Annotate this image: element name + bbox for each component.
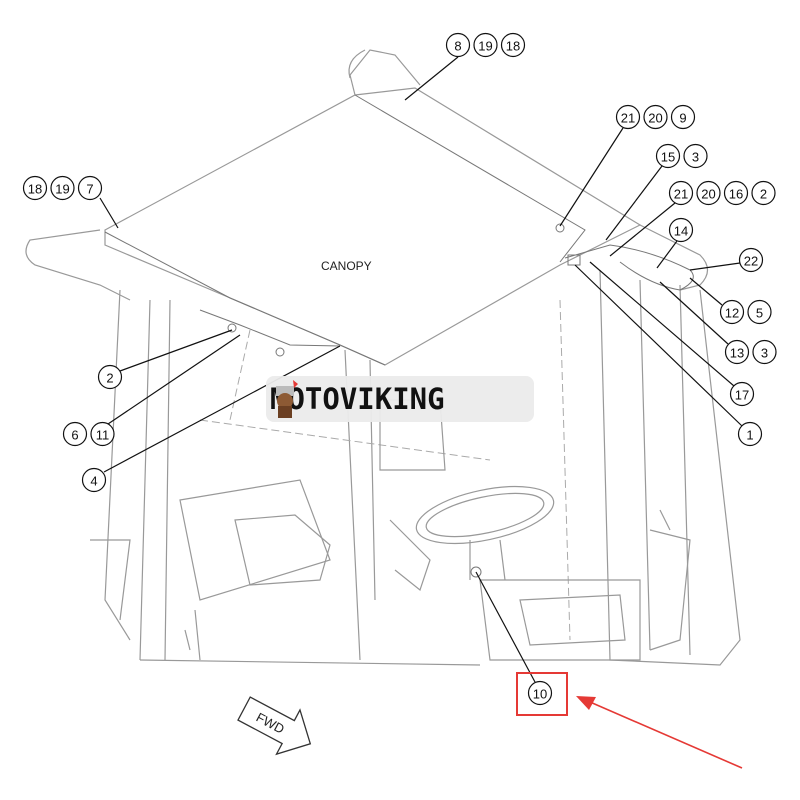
callout-number: 5: [756, 306, 763, 321]
callout-circle: [724, 339, 750, 365]
leader-line: [659, 281, 729, 345]
callout-number: 8: [454, 39, 461, 54]
callout-number: 4: [90, 474, 97, 489]
callout-number: 19: [55, 182, 69, 197]
callout-circle: [670, 104, 696, 130]
callout-12-5: 12 5: [689, 277, 772, 325]
callout-circle: [643, 104, 668, 130]
callout-number: 18: [28, 182, 42, 197]
callout-13-3: 13 3: [659, 281, 777, 365]
callout-number: 1: [746, 428, 753, 443]
callout-4: 4: [81, 345, 341, 493]
leader-line: [103, 345, 341, 473]
leader-line: [404, 56, 459, 101]
callout-number: 2: [760, 187, 767, 202]
callout-circle: [683, 143, 708, 169]
callout-circle: [615, 104, 641, 130]
callout-circle: [97, 364, 123, 390]
callout-circle: [729, 381, 755, 407]
leader-line: [475, 571, 536, 683]
callout-number: 9: [679, 111, 686, 126]
callout-circle: [738, 247, 764, 273]
callout-number: 16: [729, 187, 743, 202]
callout-number: 19: [478, 39, 492, 54]
callout-circle: [81, 467, 107, 493]
callout-10: 10: [475, 571, 553, 706]
callout-6-11: 6 11: [62, 334, 241, 447]
callout-circle: [655, 143, 681, 169]
watermark-text: MOTOVIKING: [270, 382, 445, 416]
callout-circle: [751, 180, 776, 206]
callout-number: 20: [701, 187, 715, 202]
callout-2: 2: [97, 329, 233, 390]
callout-circle: [752, 339, 777, 365]
callout-number: 13: [730, 346, 744, 361]
callout-number: 2: [106, 371, 113, 386]
callout-number: 7: [86, 182, 93, 197]
callout-circle: [62, 421, 88, 447]
callout-circle: [90, 421, 115, 447]
callout-number: 22: [744, 254, 758, 269]
callout-number: 14: [674, 224, 688, 239]
callout-circle: [445, 32, 471, 58]
callout-circle: [737, 421, 763, 447]
leader-line: [656, 240, 678, 269]
callout-21-20-9: 21 20 9: [559, 104, 696, 227]
leader-line: [689, 262, 741, 271]
callout-number: 3: [692, 150, 699, 165]
callout-number: 18: [506, 39, 520, 54]
leader-line: [589, 261, 735, 387]
callout-18-19-7: 18 19 7: [22, 175, 119, 229]
callout-circle: [747, 299, 772, 325]
callout-number: 21: [674, 187, 688, 202]
viking-mascot-icon: [276, 380, 298, 418]
callout-circle: [668, 217, 694, 243]
leader-line: [119, 329, 233, 372]
callout-circle: [77, 175, 103, 201]
leader-line: [107, 334, 241, 425]
leader-line: [559, 127, 624, 227]
leader-line: [99, 197, 119, 229]
callout-14: 14: [656, 217, 694, 269]
callout-number: 20: [648, 111, 662, 126]
callout-number: 12: [725, 306, 739, 321]
callout-number: 3: [761, 346, 768, 361]
callout-circle: [22, 175, 48, 201]
callout-number: 11: [96, 428, 110, 443]
callout-circle: [50, 175, 75, 201]
callout-17: 17: [589, 261, 755, 407]
callout-circle: [696, 180, 721, 206]
callout-number: 17: [735, 388, 749, 403]
callout-number: 10: [533, 687, 547, 702]
callout-number: 6: [71, 428, 78, 443]
callout-21-20-16-2: 21 20 16 2: [609, 180, 776, 257]
leader-line: [609, 202, 676, 257]
callout-circle: [668, 180, 694, 206]
callout-number: 21: [621, 111, 635, 126]
callout-15-3: 15 3: [605, 143, 708, 241]
callout-circle: [719, 299, 745, 325]
leader-line: [574, 264, 743, 427]
callout-circle: [500, 32, 526, 58]
callout-8-19-18: 8 19 18: [404, 32, 526, 101]
leader-line: [605, 165, 663, 241]
canopy-label: CANOPY: [321, 259, 372, 273]
leader-line: [689, 277, 723, 306]
callout-number: 15: [661, 150, 675, 165]
callout-circle: [473, 32, 498, 58]
callout-1: 1: [574, 264, 763, 447]
callout-22: 22: [689, 247, 764, 273]
callout-circle: [723, 180, 749, 206]
watermark-banner: MOTOVIKING: [266, 376, 534, 422]
